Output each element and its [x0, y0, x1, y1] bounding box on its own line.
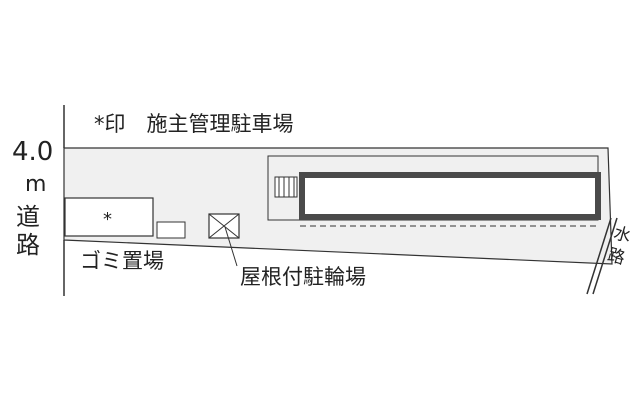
bicycle-parking-label: 屋根付駐輪場: [240, 265, 366, 289]
bicycle-parking-leader: [224, 226, 238, 267]
road-unit-label: m: [25, 172, 46, 197]
garbage-area-box: [156, 221, 186, 239]
waterway-line-2: [592, 217, 618, 295]
waterway-line-1: [586, 217, 612, 295]
owner-parking-spot: [64, 197, 154, 237]
waterway-char-2: 路: [605, 245, 627, 269]
road-name-char-2: 路: [16, 231, 40, 259]
road-name-char-1: 道: [16, 203, 40, 231]
owner-parking-marker: *: [103, 209, 112, 230]
garbage-area-label: ゴミ置場: [80, 249, 164, 273]
stairs: [274, 176, 298, 198]
road-width-label: 4.0: [12, 137, 53, 167]
building-band: [299, 172, 601, 220]
bicycle-parking-cross: [208, 213, 240, 239]
legend-text: *印 施主管理駐車場: [94, 112, 294, 136]
waterway-char-1: 水: [611, 223, 633, 247]
